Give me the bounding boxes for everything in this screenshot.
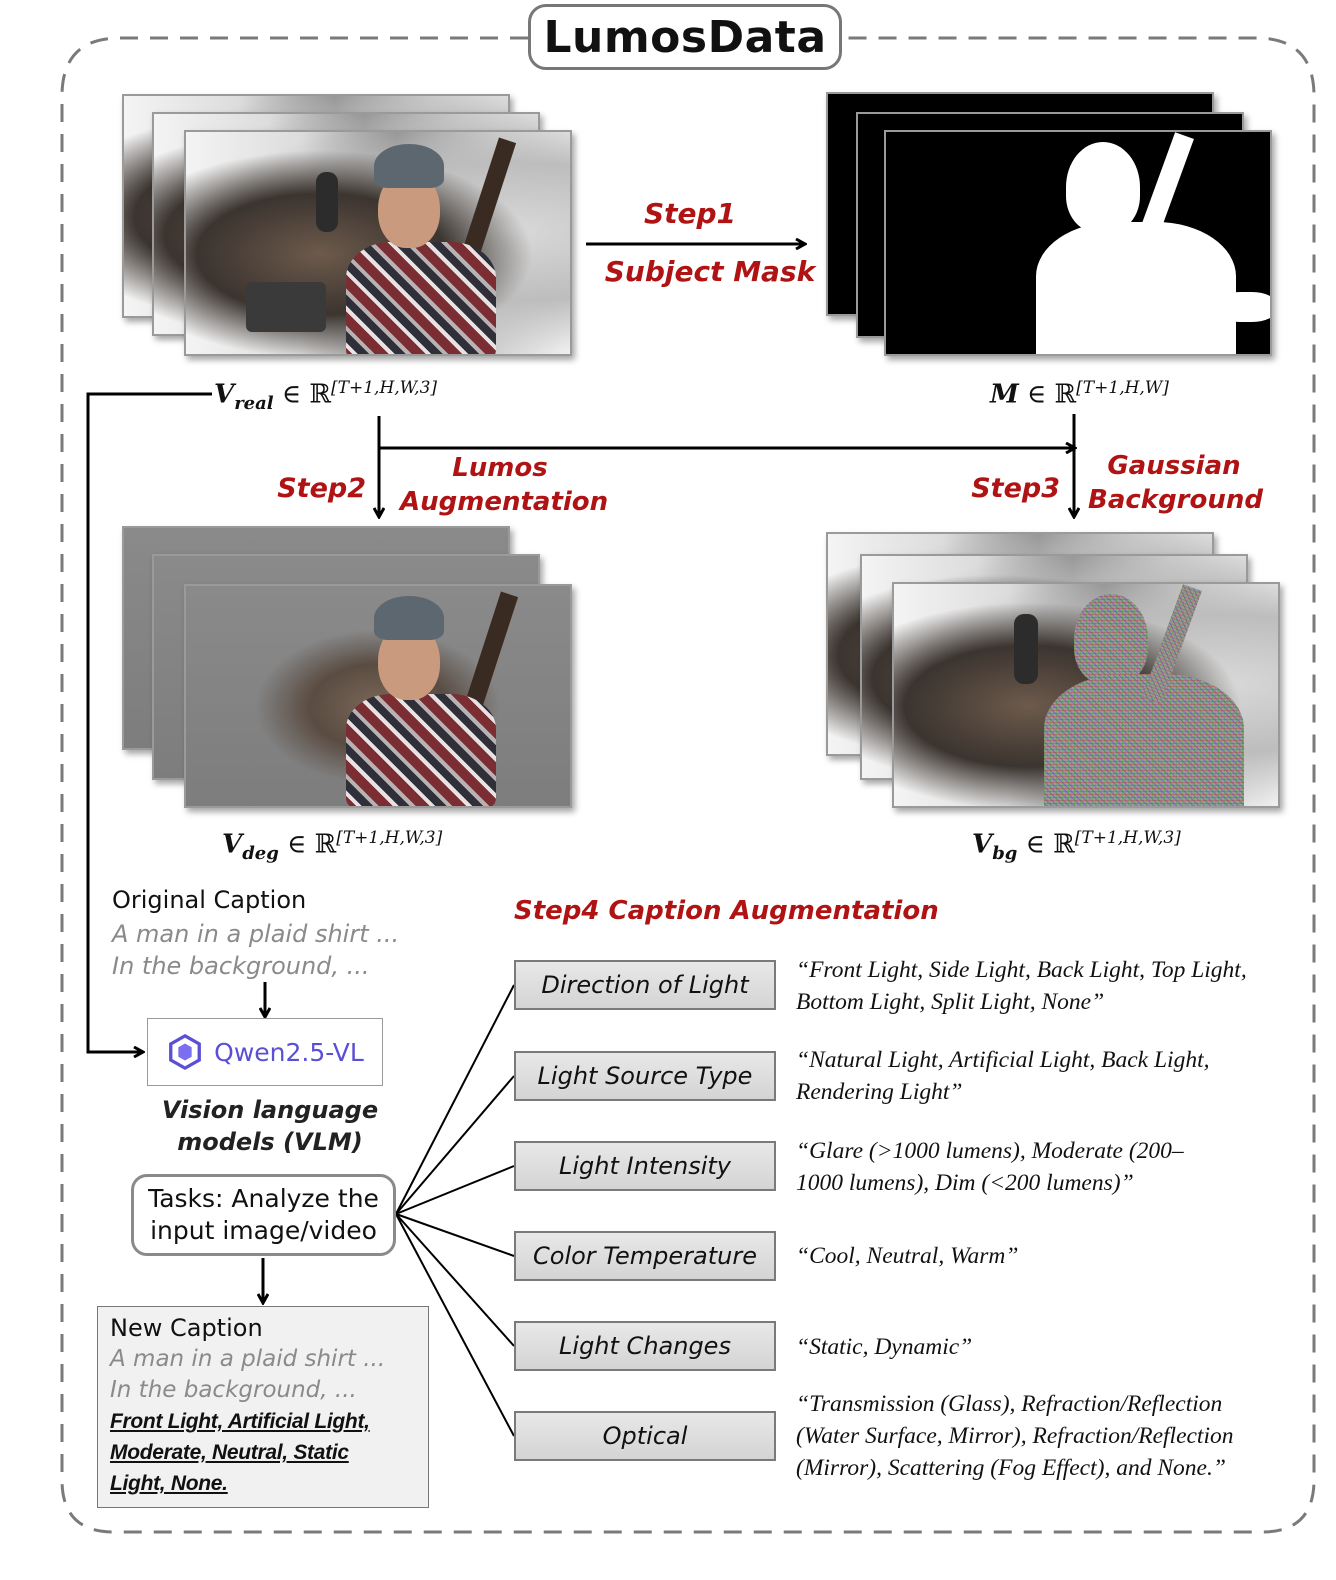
original-caption-heading: Original Caption xyxy=(112,886,307,914)
step1-label: Step1 xyxy=(643,197,737,230)
mask-expression: M ∈ ℝ[T+1,H,W] xyxy=(990,378,1169,410)
vlm-label: Vision language models (VLM) xyxy=(161,1096,379,1156)
step2-name-line2: Augmentation xyxy=(400,487,609,517)
category-direction-of-light-desc: “Front Light, Side Light, Back Light, To… xyxy=(796,957,1247,1015)
qwen-name: Qwen2.5-VL xyxy=(214,1037,364,1067)
bg-frame-front xyxy=(892,582,1280,808)
category-light-changes-desc: “Static, Dynamic” xyxy=(796,1334,973,1360)
category-color-temperature-desc: “Cool, Neutral, Warm” xyxy=(796,1243,1019,1269)
fan-lines xyxy=(395,984,515,1437)
category-color-temperature: Color Temperature xyxy=(514,1231,776,1281)
category-direction-of-light: Direction of Light xyxy=(514,960,776,1010)
deg-frame-front xyxy=(184,584,572,808)
qwen-vlm-box: Qwen2.5-VL xyxy=(147,1018,383,1086)
original-caption-line2: In the background, ... xyxy=(112,952,370,980)
vreal-to-vlm-arrow xyxy=(86,392,212,1052)
v-real-expression: Vreal ∈ ℝ[T+1,H,W,3] xyxy=(214,378,438,414)
category-optical: Optical xyxy=(514,1411,776,1461)
step2-label: Step2 xyxy=(277,473,366,504)
tasks-line1: Tasks: Analyze the xyxy=(148,1184,379,1213)
qwen-logo-icon xyxy=(169,1033,202,1071)
category-light-source-type: Light Source Type xyxy=(514,1051,776,1101)
new-caption-line2: In the background, ... xyxy=(110,1377,357,1403)
category-light-intensity: Light Intensity xyxy=(514,1141,776,1191)
step2-name-line1: Lumos xyxy=(452,453,548,483)
category-light-source-type-desc: “Natural Light, Artificial Light, Back L… xyxy=(796,1047,1210,1105)
step3-name-line2: Background xyxy=(1088,485,1263,515)
diagram-title: LumosData xyxy=(528,4,842,70)
new-caption-box: New Caption A man in a plaid shirt ... I… xyxy=(97,1306,429,1508)
new-caption-line1: A man in a plaid shirt ... xyxy=(110,1346,386,1372)
tasks-line2: input image/video xyxy=(150,1216,377,1245)
outer-dashed-border xyxy=(60,36,1316,1534)
step4-label: Step4 Caption Augmentation xyxy=(514,896,939,926)
original-caption-line1: A man in a plaid shirt ... xyxy=(112,920,400,948)
step3-label: Step3 xyxy=(971,473,1060,504)
new-caption-bold1: Front Light, Artificial Light, xyxy=(110,1410,370,1433)
mask-frame-front xyxy=(884,130,1272,356)
v-bg-expression: Vbg ∈ ℝ[T+1,H,W,3] xyxy=(972,828,1181,864)
category-optical-desc: “Transmission (Glass), Refraction/Reflec… xyxy=(796,1391,1234,1481)
category-light-intensity-desc: “Glare (>1000 lumens), Moderate (200–100… xyxy=(796,1138,1184,1196)
step3-name-line1: Gaussian xyxy=(1107,451,1241,481)
category-light-changes: Light Changes xyxy=(514,1321,776,1371)
tasks-box: Tasks: Analyze the input image/video xyxy=(131,1174,396,1256)
new-caption-heading: New Caption xyxy=(110,1314,263,1342)
real-frame-front xyxy=(184,130,572,356)
new-caption-bold2: Moderate, Neutral, Static xyxy=(110,1441,349,1464)
v-deg-expression: Vdeg ∈ ℝ[T+1,H,W,3] xyxy=(222,828,443,864)
step1-name: Subject Mask xyxy=(604,255,816,288)
new-caption-bold3: Light, None. xyxy=(110,1472,228,1495)
